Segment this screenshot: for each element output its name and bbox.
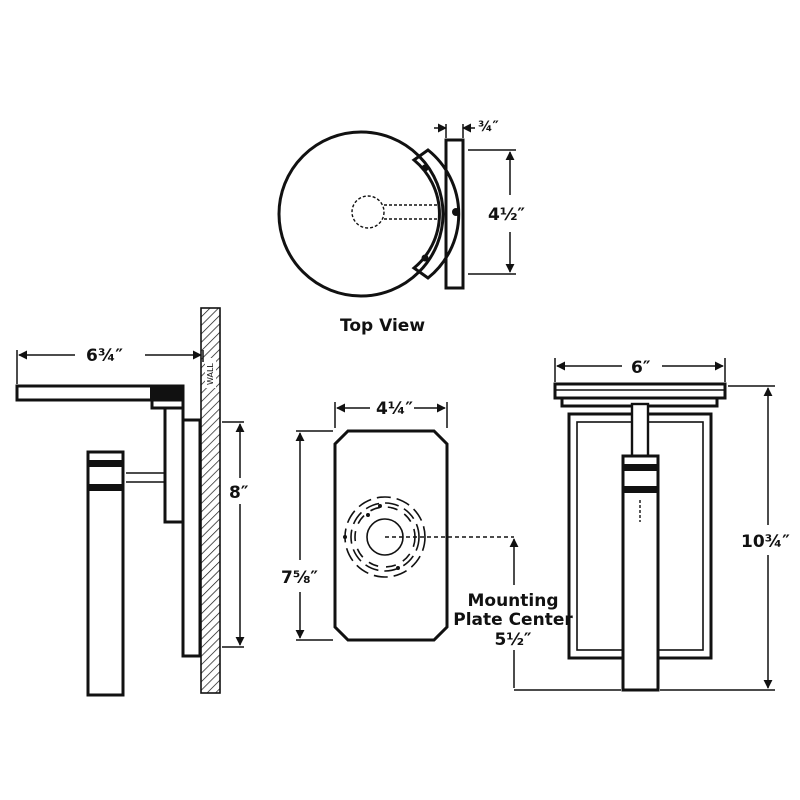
top-view: ¾″ 4½″ Top View: [277, 119, 525, 336]
bracket-screw: [421, 254, 429, 262]
lamp-body-side: [86, 450, 125, 697]
side-height-dim: 8″: [229, 483, 249, 503]
wall-label: WALL: [206, 363, 215, 385]
top-height-dim: 4½″: [488, 205, 525, 225]
front-width-dim: 6″: [631, 358, 651, 378]
shade-top-front: [553, 382, 727, 400]
lamp-band: [88, 484, 123, 491]
backplate-outline: [333, 429, 449, 642]
lamp-body-front: [621, 454, 660, 692]
lamp-band: [623, 464, 658, 471]
stem: [630, 402, 650, 458]
shade-circle: [277, 130, 445, 298]
bracket-screw: [421, 164, 429, 172]
plate-hole: [343, 535, 347, 539]
side-view: WALL 6¾″ 8″: [15, 307, 249, 697]
backplate: [181, 418, 202, 658]
wall-plate-side: [444, 138, 465, 290]
center-label-1: Mounting: [467, 591, 558, 611]
slot-ring-inner: [350, 502, 420, 572]
top-depth-dim: ¾″: [478, 119, 499, 135]
top-view-title: Top View: [340, 316, 425, 336]
shade-mount-block: [150, 386, 183, 400]
side-projection-dim: 6¾″: [86, 346, 123, 366]
plate-height-dim: 7⅝″: [281, 568, 318, 588]
plate-hole: [366, 513, 370, 517]
center-value: 5½″: [494, 630, 531, 650]
plate-width-dim: 4¼″: [376, 399, 413, 419]
mount-bracket: [411, 148, 461, 280]
lamp-band: [88, 460, 123, 467]
center-label-2: Plate Center: [453, 610, 573, 630]
front-view: 6″ 10¾″: [514, 358, 790, 692]
plate-hole: [378, 504, 382, 508]
arm-pivot: [452, 208, 460, 216]
lamp-band: [623, 486, 658, 493]
mounting-plate-view: 4¼″ 7⅝″ Mounting Plate Center 5½″: [281, 399, 573, 688]
wall-label-bg: [205, 358, 216, 388]
plate-hole: [396, 566, 400, 570]
stem-hidden: [351, 195, 385, 229]
front-height-dim: 10¾″: [741, 532, 790, 552]
backplate-upper: [163, 406, 185, 524]
